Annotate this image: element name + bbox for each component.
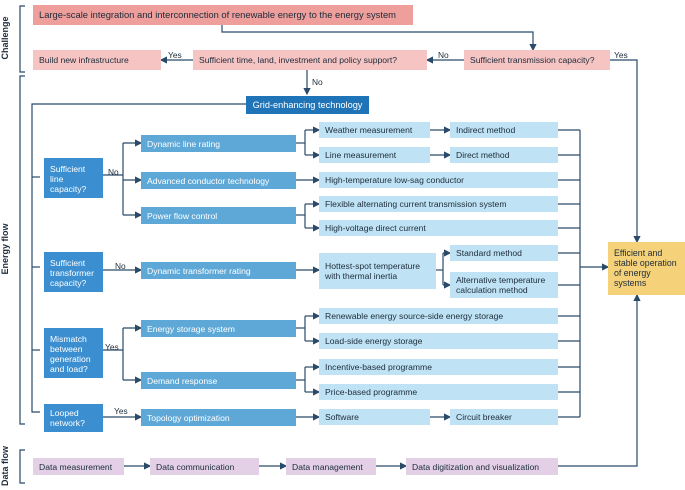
software-box: Software (319, 409, 430, 425)
data-digitization-box: Data digitization and visualization (406, 458, 558, 475)
label-yes-transmission: Yes (614, 50, 628, 60)
label-no-support: No (312, 77, 323, 87)
transformer-capacity-question: Sufficient transformer capacity? (44, 252, 103, 292)
support-question: Sufficient time, land, investment and po… (193, 50, 427, 70)
advanced-conductor-box: Advanced conductor technology (141, 172, 296, 189)
outcome-box: Efficient and stable operation of energy… (608, 242, 685, 295)
build-infrastructure-box: Build new infrastructure (33, 50, 161, 70)
energy-storage-system-box: Energy storage system (141, 320, 296, 337)
price-programme-box: Price-based programme (319, 384, 558, 400)
section-challenge: Challenge (0, 16, 10, 60)
hottest-spot-box: Hottest-spot temperature with thermal in… (319, 253, 436, 289)
hvdc-box: High-voltage direct current (319, 220, 558, 236)
htls-conductor-box: High-temperature low-sag conductor (319, 172, 558, 188)
circuit-breaker-box: Circuit breaker (450, 409, 558, 425)
line-capacity-question: Sufficient line capacity? (44, 158, 103, 198)
indirect-method-box: Indirect method (450, 122, 558, 138)
dynamic-transformer-rating-box: Dynamic transformer rating (141, 262, 296, 279)
weather-measurement-box: Weather measurement (319, 122, 430, 138)
demand-response-box: Demand response (141, 372, 296, 389)
section-energy-flow: Energy flow (0, 223, 10, 275)
mismatch-question: Mismatch between generation and load? (44, 328, 103, 378)
facts-box: Flexible alternating current transmissio… (319, 196, 558, 212)
label-yes-mismatch: Yes (105, 342, 119, 352)
incentive-programme-box: Incentive-based programme (319, 359, 558, 375)
res-storage-box: Renewable energy source-side energy stor… (319, 308, 558, 324)
data-measurement-box: Data measurement (33, 458, 124, 475)
label-no-transmission: No (438, 50, 449, 60)
label-yes-looped: Yes (114, 406, 128, 416)
dynamic-line-rating-box: Dynamic line rating (141, 135, 296, 152)
load-storage-box: Load-side energy storage (319, 333, 558, 349)
line-measurement-box: Line measurement (319, 147, 430, 163)
looped-network-question: Looped network? (44, 404, 103, 432)
standard-method-box: Standard method (450, 245, 558, 261)
label-no-line: No (108, 167, 119, 177)
data-management-box: Data management (286, 458, 376, 475)
grid-enhancing-technology-box: Grid-enhancing technology (246, 96, 369, 114)
data-communication-box: Data communication (150, 458, 259, 475)
topology-optimization-box: Topology optimization (141, 409, 296, 426)
label-no-transformer: No (115, 261, 126, 271)
transmission-capacity-question: Sufficient transmission capacity? (464, 50, 610, 70)
label-yes-support: Yes (168, 50, 182, 60)
power-flow-control-box: Power flow control (141, 207, 296, 224)
integration-challenge-box: Large-scale integration and interconnect… (33, 5, 413, 25)
alternative-temperature-box: Alternative temperature calculation meth… (450, 272, 558, 298)
section-data-flow: Data flow (0, 446, 10, 487)
direct-method-box: Direct method (450, 147, 558, 163)
